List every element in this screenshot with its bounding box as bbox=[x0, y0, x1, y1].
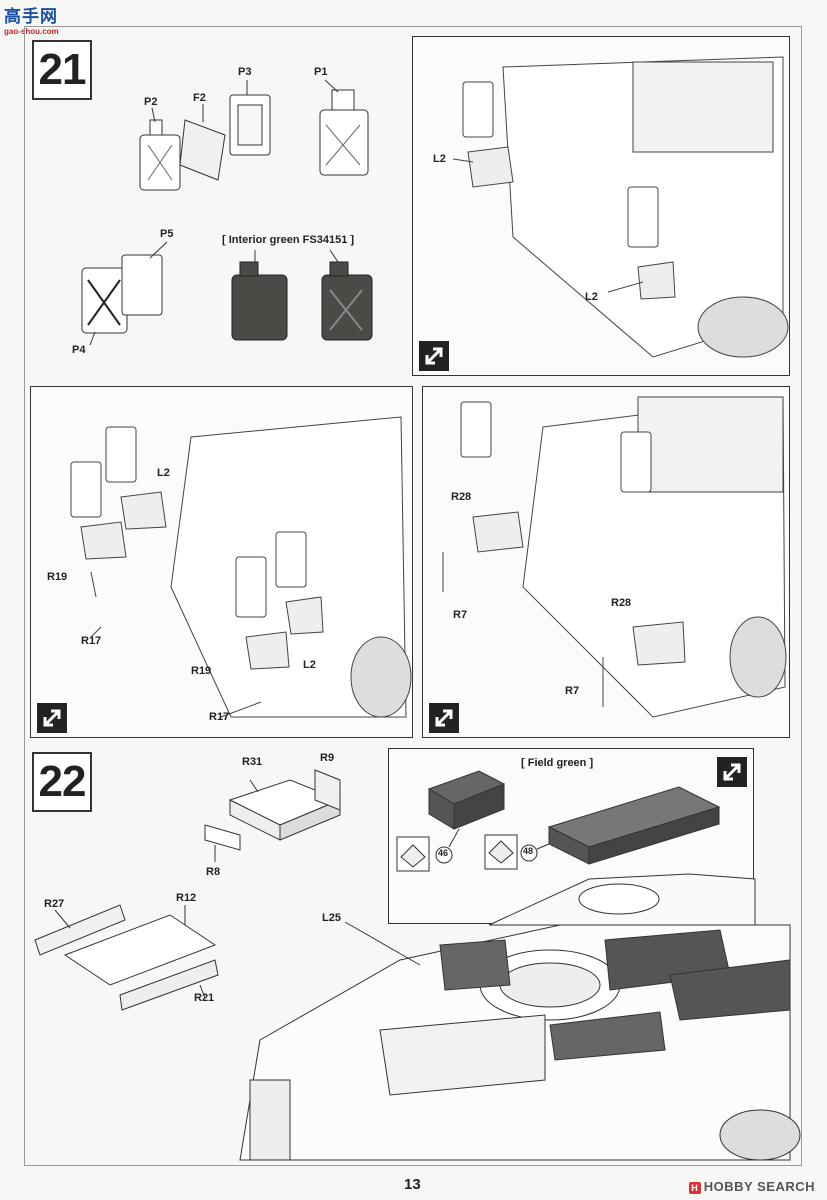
panel-c-label-R28-2: R28 bbox=[611, 597, 632, 609]
paint-note-interior-green: [ Interior green FS34151 ] bbox=[222, 234, 355, 246]
label-P4: P4 bbox=[72, 344, 86, 356]
site-url: gao-shou.com bbox=[4, 27, 59, 36]
arrow-icon bbox=[37, 703, 67, 733]
panel-b-label-R17-1: R17 bbox=[81, 635, 102, 647]
site-name: 高手网 bbox=[4, 7, 58, 27]
site-watermark: 高手网 gao-shou.com bbox=[4, 2, 76, 38]
panel-b-label-L2-2: L2 bbox=[303, 659, 316, 671]
panel-a-drawing bbox=[452, 56, 789, 358]
label-R12: R12 bbox=[176, 892, 197, 904]
panel-c-label-R7-2: R7 bbox=[565, 685, 580, 697]
panel-a-label-L2-2: L2 bbox=[585, 291, 598, 303]
page-border bbox=[24, 26, 802, 1166]
step21-panel-c: R28 R7 R28 R7 bbox=[422, 386, 790, 738]
step21-panel-a: L2 L2 bbox=[412, 36, 790, 376]
panel-c-label-R7-1: R7 bbox=[453, 609, 468, 621]
label-F2: F2 bbox=[193, 92, 206, 104]
inset-drawing bbox=[396, 770, 756, 926]
label-R27: R27 bbox=[44, 898, 65, 910]
hobby-search-logo-icon: H bbox=[688, 1181, 701, 1194]
step22-inset-panel: [ Field green ] 46 48 bbox=[388, 748, 756, 926]
arrow-icon bbox=[717, 757, 747, 787]
panel-b-label-R19-2: R19 bbox=[191, 665, 212, 677]
decal-46: 46 bbox=[438, 848, 449, 858]
paint-note-field-green: [ Field green ] bbox=[521, 757, 594, 769]
step-22-number: 22 bbox=[32, 752, 92, 812]
arrow-icon bbox=[419, 341, 449, 371]
panel-b-label-L2-1: L2 bbox=[157, 467, 170, 479]
label-P2: P2 bbox=[144, 96, 158, 108]
label-P1: P1 bbox=[314, 66, 328, 78]
label-P3: P3 bbox=[238, 66, 252, 78]
panel-b-label-R17-2: R17 bbox=[209, 711, 230, 723]
panel-b-drawing bbox=[70, 416, 412, 718]
label-P5: P5 bbox=[160, 228, 174, 240]
page-number: 13 bbox=[404, 1176, 421, 1193]
label-R31: R31 bbox=[242, 756, 263, 768]
label-R21: R21 bbox=[194, 992, 215, 1004]
panel-c-drawing bbox=[442, 396, 787, 718]
decal-48: 48 bbox=[523, 846, 534, 856]
panel-a-label-L2-1: L2 bbox=[433, 153, 446, 165]
label-L25: L25 bbox=[322, 912, 341, 924]
panel-c-label-R28-1: R28 bbox=[451, 491, 472, 503]
label-R8: R8 bbox=[206, 866, 221, 878]
footer-brand-text: HOBBY SEARCH bbox=[703, 1179, 815, 1194]
panel-b-label-R19-1: R19 bbox=[47, 571, 68, 583]
arrow-icon bbox=[429, 703, 459, 733]
step21-panel-b: L2 R19 R17 R19 L2 R17 bbox=[30, 386, 413, 738]
label-R9: R9 bbox=[320, 752, 335, 764]
step-21-number: 21 bbox=[32, 40, 92, 100]
